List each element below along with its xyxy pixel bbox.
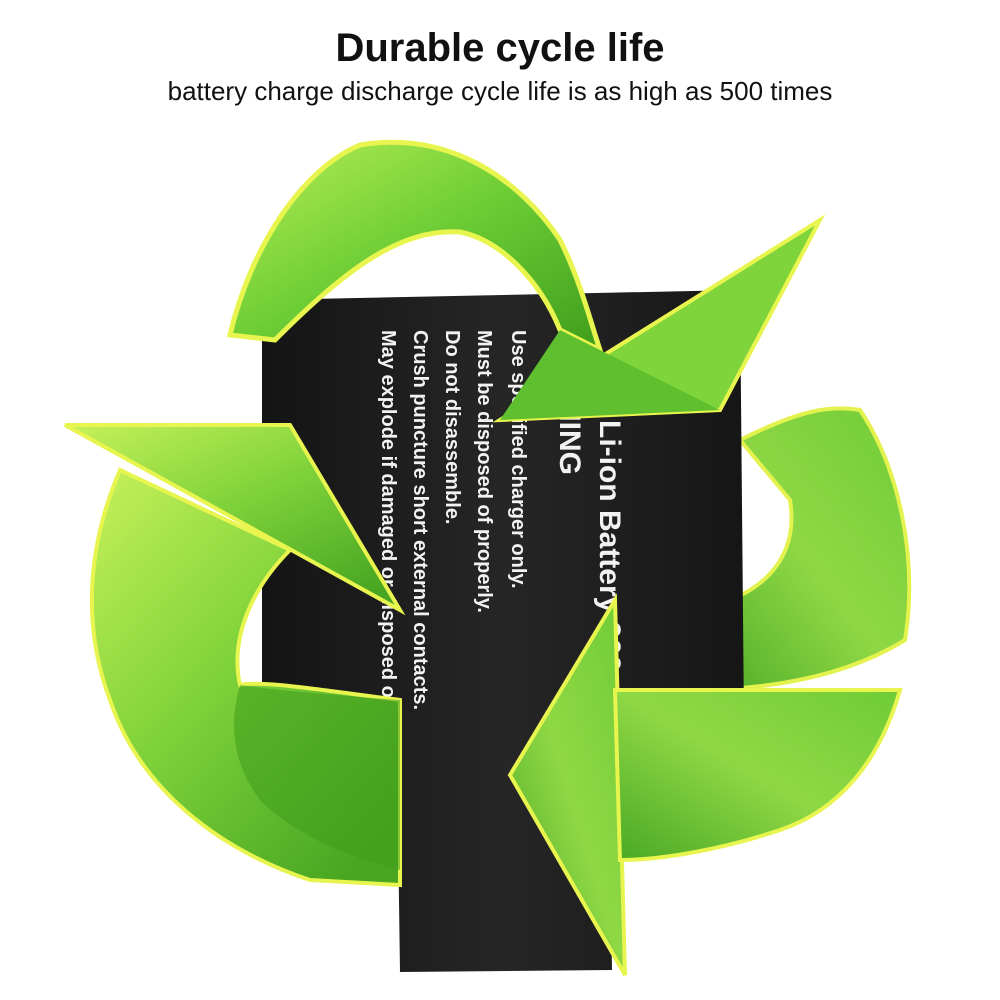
battery-line-3: Do not disassemble.: [441, 330, 463, 525]
recycle-arrow-left-head: [64, 423, 406, 616]
recycle-arrow-top-band: [226, 139, 605, 355]
recycle-arrow-top: [226, 139, 826, 423]
battery-line-2: Must be disposed of properly.: [473, 330, 495, 613]
battery-line-1: Use specified charger only.: [507, 330, 529, 589]
recycle-arrow-bottom: [507, 593, 903, 976]
page-title: Durable cycle life: [335, 26, 665, 70]
page-subtitle: battery charge discharge cycle life is a…: [167, 76, 833, 106]
recycle-arrow-bottom-band: [612, 688, 903, 863]
recycle-arrow-right-band: [688, 406, 912, 693]
recycle-arrow-left: [64, 423, 406, 888]
battery-line-4: Crush puncture short external contacts.: [409, 330, 431, 710]
